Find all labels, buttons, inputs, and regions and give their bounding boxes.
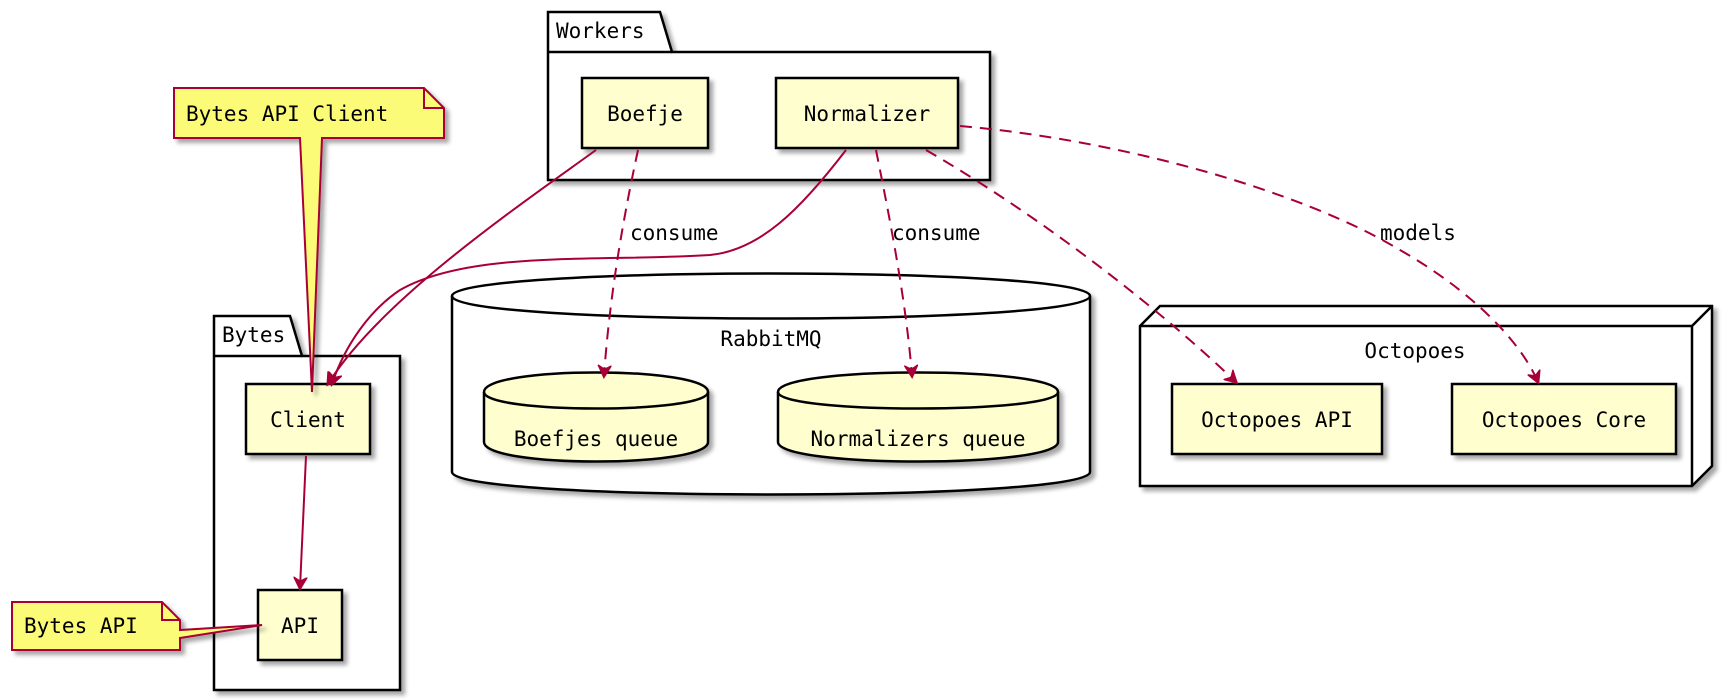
octopoes-core-label: Octopoes Core xyxy=(1482,408,1646,432)
client-component: Client xyxy=(244,382,372,456)
workers-package-title: Workers xyxy=(556,19,645,43)
normalizer-label: Normalizer xyxy=(804,102,930,126)
bytes-api-note-text: Bytes API xyxy=(24,614,138,638)
api-component: API xyxy=(256,588,344,662)
octopoes-core-component: Octopoes Core xyxy=(1450,382,1678,456)
bytes-api-note: Bytes API xyxy=(11,601,263,651)
octopoes-api-component: Octopoes API xyxy=(1170,382,1384,456)
edge-normalizer-models xyxy=(959,125,1538,382)
edge-boefje-to-client xyxy=(328,149,597,384)
boefje-consume-label: consume xyxy=(630,221,719,245)
normalizer-models-label: models xyxy=(1380,221,1456,245)
client-label: Client xyxy=(270,408,346,432)
bytes-package-title: Bytes xyxy=(222,323,285,347)
bytes-api-client-note-text: Bytes API Client xyxy=(186,102,388,126)
normalizer-consume-label: consume xyxy=(892,221,981,245)
normalizer-component: Normalizer xyxy=(774,76,960,150)
api-label: API xyxy=(281,614,319,638)
octopoes-api-label: Octopoes API xyxy=(1201,408,1353,432)
edge-boefje-consume xyxy=(604,149,639,376)
edge-client-to-api xyxy=(300,455,306,588)
boefjes-queue: Boefjes queue xyxy=(482,371,710,463)
edge-normalizer-to-octopoes-api xyxy=(925,149,1236,382)
octopoes-title: Octopoes xyxy=(1364,339,1465,363)
boefje-component: Boefje xyxy=(580,76,710,150)
edge-normalizer-consume xyxy=(875,149,912,376)
edge-normalizer-to-client xyxy=(332,149,847,384)
rabbitmq-title: RabbitMQ xyxy=(720,327,821,351)
bytes-api-client-note: Bytes API Client xyxy=(173,87,445,393)
boefjes-queue-label: Boefjes queue xyxy=(514,427,678,451)
normalizers-queue: Normalizers queue xyxy=(776,371,1060,463)
boefje-label: Boefje xyxy=(607,102,683,126)
normalizers-queue-label: Normalizers queue xyxy=(811,427,1026,451)
